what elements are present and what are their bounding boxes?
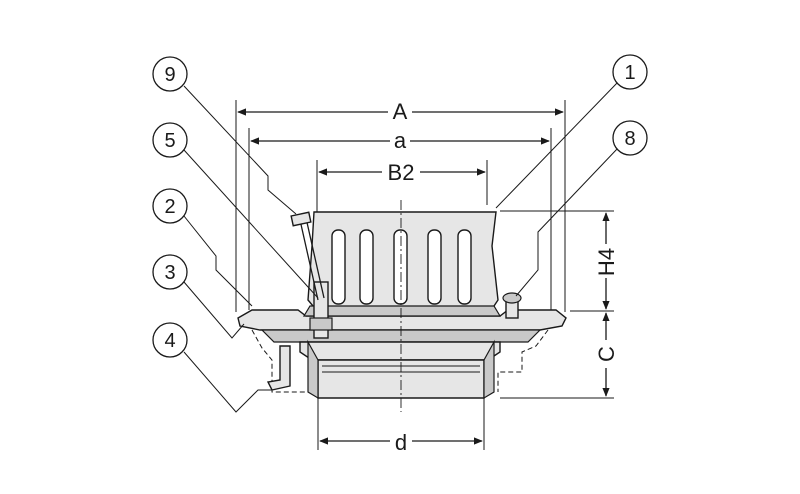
callout-8: 8 bbox=[612, 120, 648, 156]
svg-text:1: 1 bbox=[624, 62, 635, 84]
leader-lines bbox=[183, 81, 619, 413]
svg-text:3: 3 bbox=[164, 262, 175, 284]
svg-text:5: 5 bbox=[164, 130, 175, 152]
callouts: 9 5 2 3 4 1 8 bbox=[152, 54, 648, 358]
callout-5: 5 bbox=[152, 122, 188, 158]
callout-9: 9 bbox=[152, 56, 188, 92]
dimension-d-label: d bbox=[395, 430, 407, 455]
strainer-slots bbox=[331, 229, 472, 305]
hidden-line-right bbox=[497, 329, 549, 392]
svg-text:2: 2 bbox=[164, 196, 175, 218]
bent-pipe bbox=[266, 345, 291, 391]
callout-4: 4 bbox=[152, 322, 188, 358]
svg-text:8: 8 bbox=[624, 128, 635, 150]
svg-text:9: 9 bbox=[164, 64, 175, 86]
dimension-C-label: C bbox=[594, 346, 619, 362]
hidden-line-left bbox=[251, 329, 318, 393]
callout-1: 1 bbox=[612, 54, 648, 90]
callout-2: 2 bbox=[152, 188, 188, 224]
drain-body-shoulder bbox=[299, 341, 501, 361]
dimension-A-label: A bbox=[393, 99, 408, 124]
svg-text:4: 4 bbox=[164, 330, 175, 352]
dimension-a-label: a bbox=[394, 128, 407, 153]
callout-3: 3 bbox=[152, 254, 188, 290]
dimension-H4-label: H4 bbox=[594, 248, 619, 276]
screw-top bbox=[290, 211, 325, 301]
drain-assembly bbox=[237, 200, 567, 412]
dimension-B2-label: B2 bbox=[388, 160, 415, 185]
dimension-labels: A a B2 d H4 C bbox=[382, 98, 620, 455]
